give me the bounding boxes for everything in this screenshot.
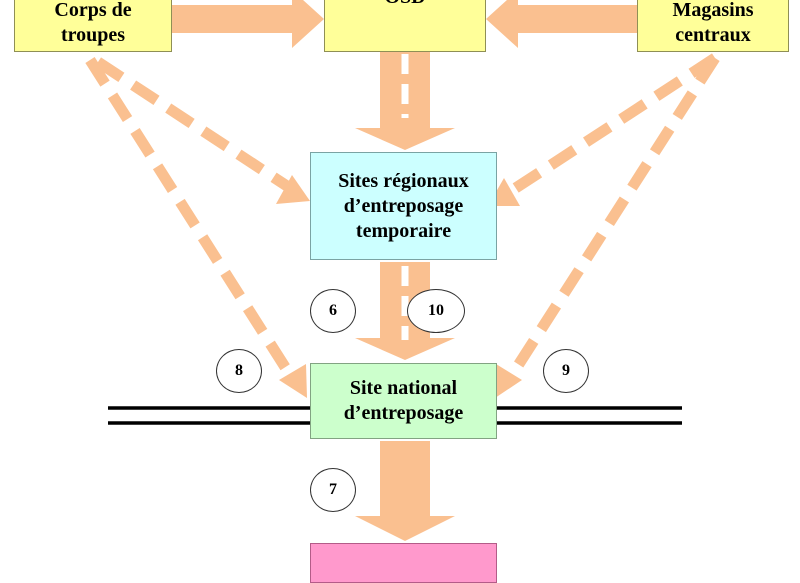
box-osd: OSD xyxy=(324,0,486,52)
marker-7-label: 7 xyxy=(329,481,337,498)
marker-6: 6 xyxy=(310,289,356,333)
box-magasins-centraux: Magasins centraux xyxy=(637,0,789,52)
dashed-corps-to-regional xyxy=(94,57,294,193)
dashed-magasins-to-regional xyxy=(501,53,719,200)
marker-8-label: 8 xyxy=(235,362,243,379)
arrowhead-corps-regional xyxy=(276,175,310,204)
marker-8: 8 xyxy=(216,349,262,393)
box-magasins-label: Magasins centraux xyxy=(672,0,754,46)
arrowhead-corps-national xyxy=(279,364,307,398)
dashed-diagonals xyxy=(85,53,720,381)
marker-10: 10 xyxy=(407,289,465,333)
marker-10-label: 10 xyxy=(428,302,444,319)
dashed-corps-to-national xyxy=(85,57,297,381)
arrow-corps-to-osd xyxy=(172,0,324,48)
box-corps-label: Corps de troupes xyxy=(54,0,132,46)
box-bottom-destination xyxy=(310,543,497,583)
flow-diagram xyxy=(85,0,720,541)
box-site-national: Site national d’entreposage xyxy=(310,363,497,439)
box-corps-de-troupes: Corps de troupes xyxy=(14,0,172,52)
box-osd-label: OSD xyxy=(384,0,425,10)
box-regional-label: Sites régionaux d’entreposage temporaire xyxy=(338,169,469,242)
dashed-arrowheads xyxy=(276,175,522,398)
dashed-magasins-to-national xyxy=(505,55,720,381)
arrow-magasins-to-osd xyxy=(486,0,637,48)
marker-7: 7 xyxy=(310,468,356,512)
arrowhead-magasins-national xyxy=(495,364,522,398)
arrow-national-to-bottom xyxy=(355,441,455,541)
box-sites-regionaux: Sites régionaux d’entreposage temporaire xyxy=(310,152,497,260)
box-national-label: Site national d’entreposage xyxy=(343,377,464,424)
marker-9: 9 xyxy=(543,349,589,393)
marker-9-label: 9 xyxy=(562,362,570,379)
marker-6-label: 6 xyxy=(329,302,337,319)
